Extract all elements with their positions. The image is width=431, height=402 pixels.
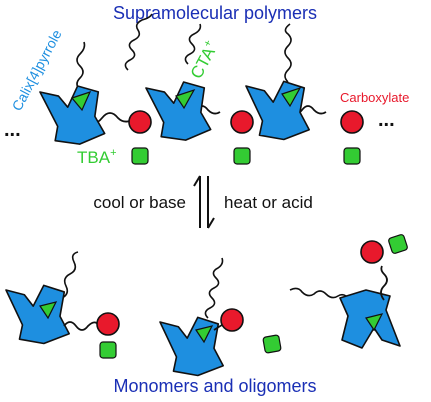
title-top: Supramolecular polymers bbox=[113, 3, 317, 23]
reverse-label: heat or acid bbox=[224, 193, 313, 212]
carboxylate-label: Carboxylate bbox=[340, 90, 409, 105]
monomer-middle bbox=[159, 257, 282, 379]
polymer-chain bbox=[38, 13, 364, 165]
cta-tail bbox=[76, 41, 86, 91]
title-bottom: Monomers and oligomers bbox=[113, 376, 316, 396]
monomer-left bbox=[5, 251, 120, 359]
cta-triangle bbox=[281, 86, 302, 108]
cta-tail bbox=[284, 23, 292, 83]
carboxylate-circle bbox=[340, 110, 364, 134]
cta-tail bbox=[124, 13, 153, 71]
cta-tail bbox=[184, 23, 202, 65]
tba-label: TBA+ bbox=[77, 147, 117, 167]
calixpyrrole-unit bbox=[144, 78, 213, 145]
equilibrium-arrows bbox=[193, 175, 215, 229]
cta-triangle bbox=[175, 88, 196, 110]
monomer-right bbox=[289, 234, 408, 349]
tba-square bbox=[233, 147, 251, 165]
forward-label: cool or base bbox=[93, 193, 186, 212]
calixpyrrole-unit bbox=[245, 79, 311, 143]
cta-triangle bbox=[70, 91, 92, 112]
calixpyrrole-unit bbox=[38, 82, 107, 149]
cta-label: CTA+ bbox=[186, 38, 222, 82]
ellipsis-right: ... bbox=[378, 109, 395, 131]
carboxylate-circle bbox=[230, 110, 254, 134]
tba-square bbox=[343, 147, 361, 165]
ellipsis-left: ... bbox=[4, 119, 21, 141]
tba-square bbox=[131, 147, 149, 165]
carboxylate-circle bbox=[128, 110, 152, 134]
